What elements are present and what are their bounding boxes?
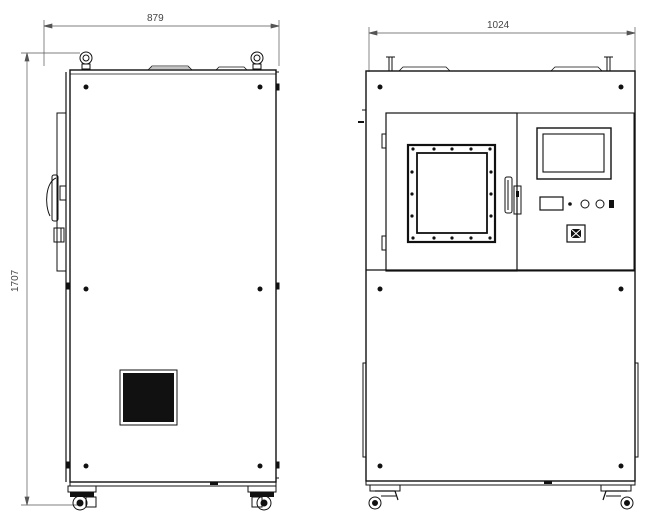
side-caster-right bbox=[247, 485, 277, 511]
lifting-eye-right bbox=[250, 51, 264, 70]
side-vent-grille bbox=[119, 369, 178, 426]
front-width-dimension bbox=[368, 27, 636, 72]
side-caster-left bbox=[67, 485, 97, 511]
front-upper-door bbox=[385, 112, 518, 272]
side-width-label: 879 bbox=[147, 13, 164, 24]
fan-vent bbox=[566, 224, 586, 243]
digital-display bbox=[539, 196, 564, 211]
height-label: 1707 bbox=[10, 269, 21, 292]
door-latch bbox=[504, 176, 522, 215]
control-knob-2 bbox=[595, 199, 605, 209]
touch-screen bbox=[536, 127, 612, 180]
power-button bbox=[609, 200, 614, 208]
front-cabinet-body bbox=[365, 70, 636, 482]
side-width-dimension bbox=[43, 20, 280, 66]
height-dimension bbox=[21, 52, 80, 506]
viewing-window bbox=[406, 143, 497, 244]
side-bolts bbox=[83, 84, 263, 469]
front-bolts bbox=[377, 84, 624, 469]
indicator-light-1 bbox=[568, 202, 572, 206]
front-caster-left bbox=[368, 484, 401, 510]
side-handle bbox=[46, 112, 67, 272]
front-width-label: 1024 bbox=[487, 20, 510, 31]
side-view: 879 1707 bbox=[10, 13, 280, 511]
front-caster-right bbox=[600, 484, 634, 510]
front-view: 1024 bbox=[358, 20, 639, 510]
lifting-eye-left bbox=[79, 51, 93, 70]
front-lifting-eye-left bbox=[386, 56, 395, 72]
front-lifting-eye-right bbox=[604, 56, 613, 72]
control-knob-1 bbox=[580, 199, 590, 209]
control-panel bbox=[516, 112, 635, 272]
